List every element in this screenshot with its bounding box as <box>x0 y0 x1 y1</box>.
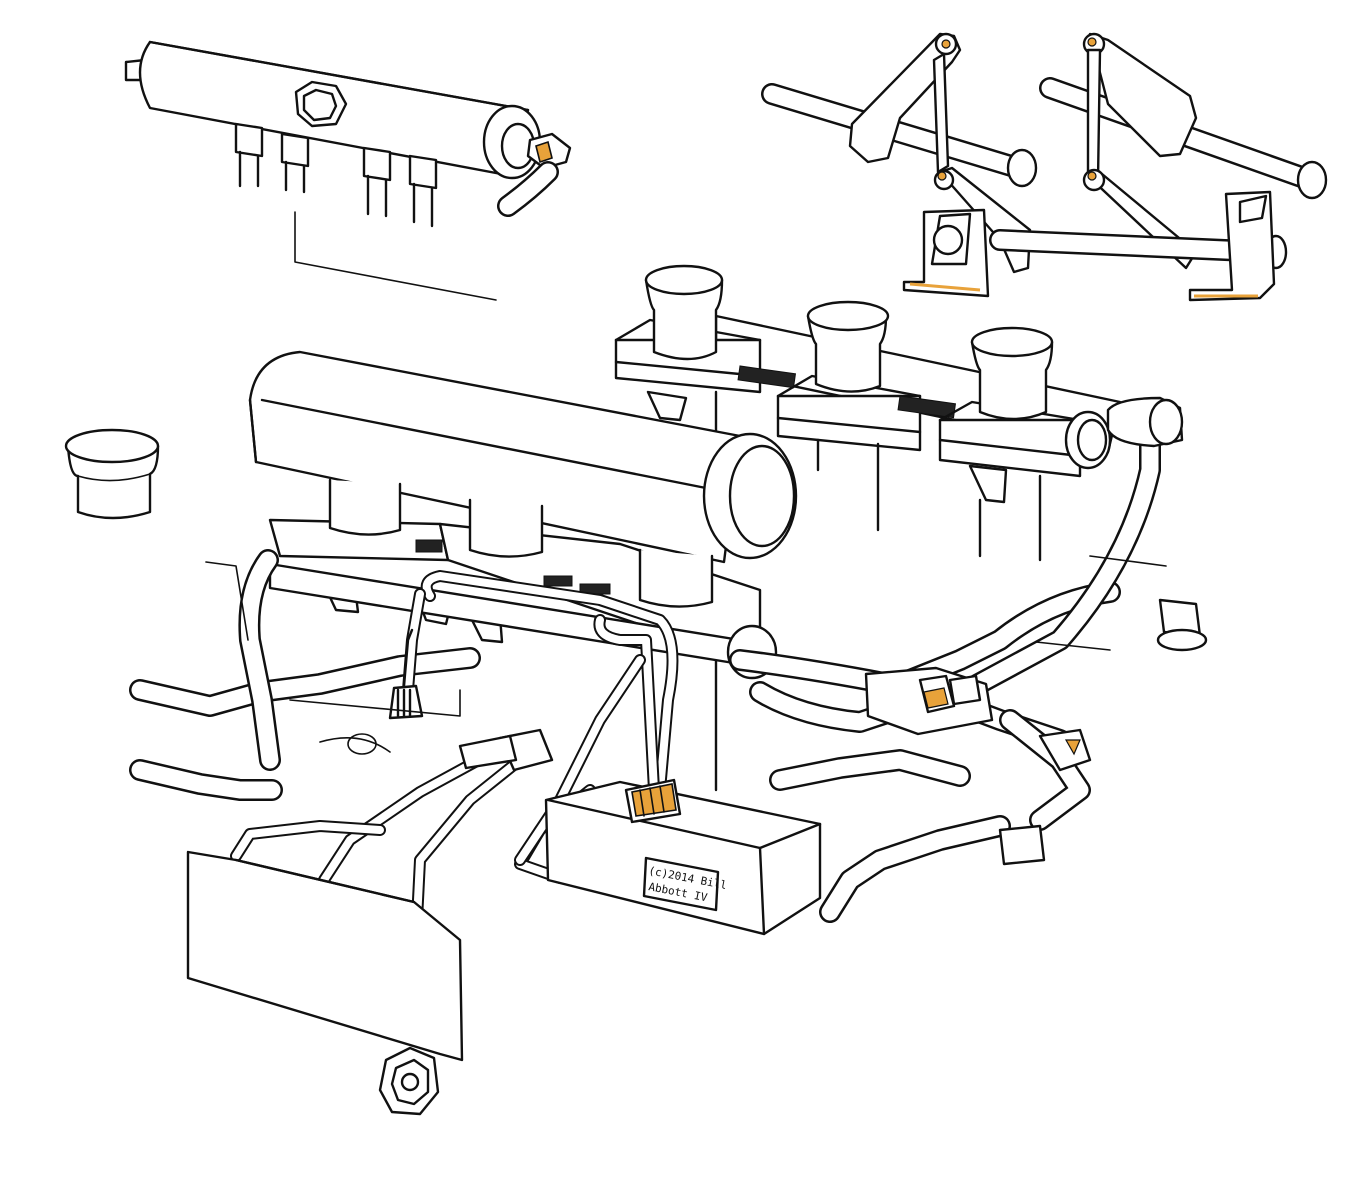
fuel-feed-hose <box>864 396 1184 736</box>
control-module: (c)2014 Bill Abbott IV <box>544 778 822 936</box>
intake-plenum <box>248 350 798 564</box>
engine-block-outline <box>205 555 1167 755</box>
throttle-linkage <box>761 32 1328 302</box>
fuel-rail <box>124 40 572 301</box>
coolant-hoses <box>129 549 1208 923</box>
throttle-bodies <box>614 264 1122 562</box>
crankshaft-sensor-connector <box>378 1046 440 1116</box>
velocity-stack <box>64 428 160 520</box>
lower-panel <box>186 850 464 1062</box>
